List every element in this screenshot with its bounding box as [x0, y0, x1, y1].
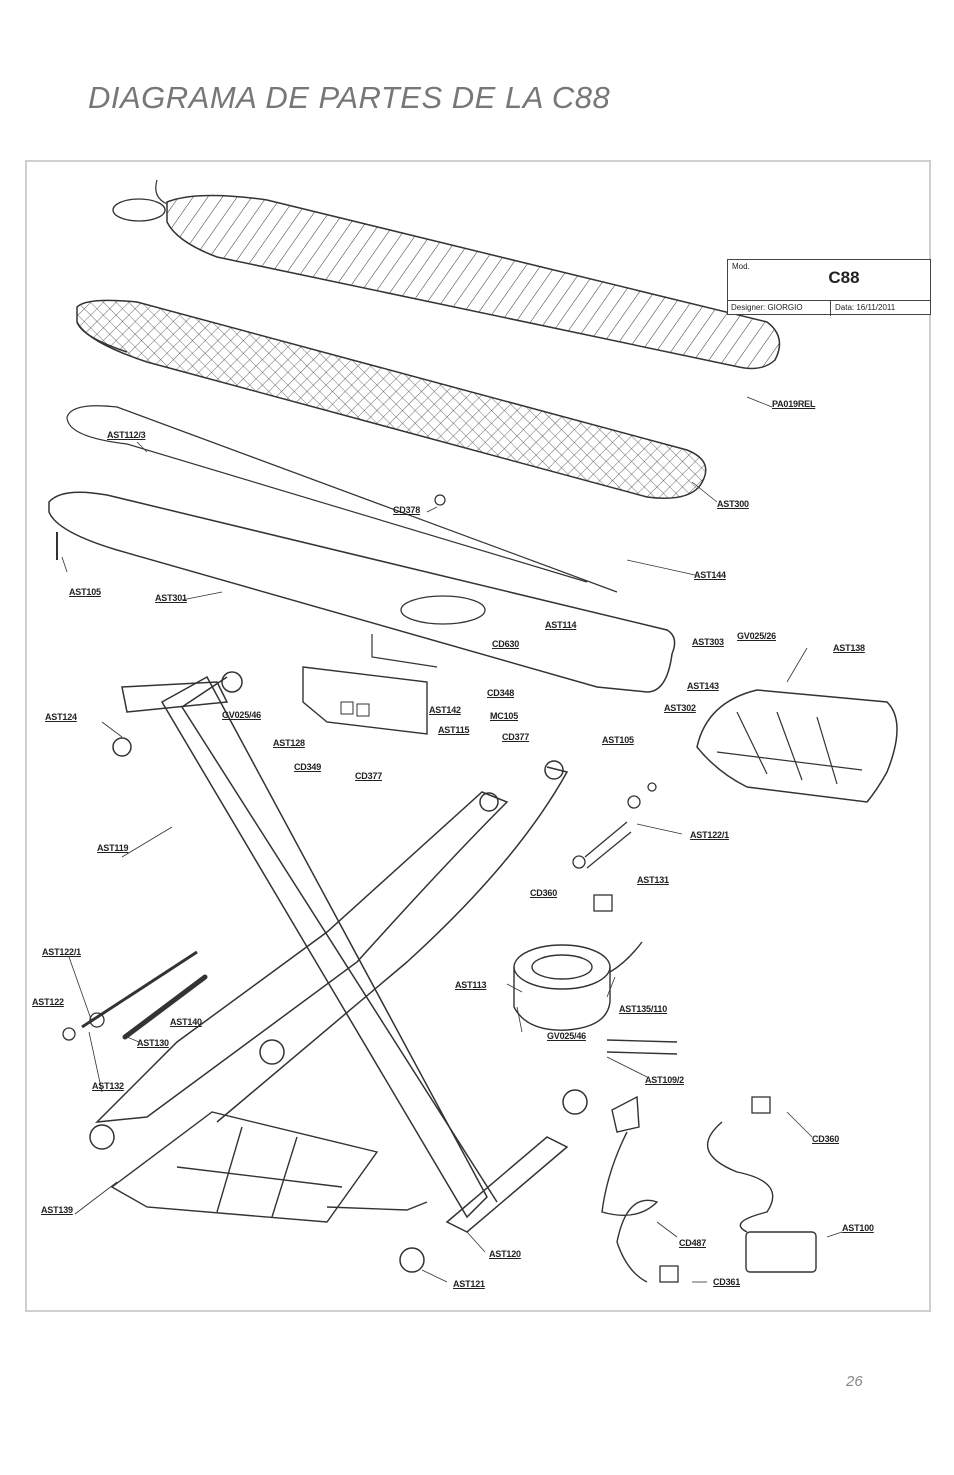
part-label: CD360 — [530, 888, 558, 898]
part-label: AST109/2 — [645, 1075, 684, 1085]
wire-cable — [66, 405, 618, 593]
part-label: AST143 — [687, 681, 719, 691]
part-label: CD348 — [487, 688, 515, 698]
power-plug-cord — [601, 1095, 659, 1283]
pivot-bolt — [572, 782, 657, 869]
switch-cd361 — [659, 1265, 679, 1283]
part-label: CD378 — [393, 505, 421, 515]
part-label: AST114 — [545, 620, 577, 630]
support-rod — [122, 974, 208, 1040]
switch-box — [302, 666, 428, 735]
threaded-rod — [81, 950, 198, 1029]
part-label: CD377 — [355, 771, 383, 781]
part-label: GV025/46 — [222, 710, 261, 720]
part-label: PA019REL — [772, 399, 816, 409]
part-label: AST302 — [664, 703, 696, 713]
part-label: AST130 — [137, 1038, 169, 1048]
part-label: AST113 — [455, 980, 487, 990]
title-block-designer: Designer: GIORGIO — [731, 303, 803, 312]
part-label: AST115 — [438, 725, 470, 735]
part-label: CD630 — [492, 639, 520, 649]
part-label: AST105 — [69, 587, 101, 597]
title-block: Mod. C88 Designer: GIORGIO Data: 16/11/2… — [727, 259, 931, 316]
page-title: DIAGRAMA DE PARTES DE LA C88 — [88, 80, 611, 115]
part-label: AST112/3 — [107, 430, 146, 440]
title-block-date: Data: 16/11/2011 — [830, 301, 895, 316]
part-label: AST105 — [602, 735, 634, 745]
part-label: AST144 — [694, 570, 726, 580]
foot-pedal — [706, 1121, 817, 1273]
part-label: CD360 — [812, 1134, 840, 1144]
part-label: AST121 — [453, 1279, 485, 1289]
leader-lines — [61, 396, 843, 1283]
title-block-row: Designer: GIORGIO Data: 16/11/2011 — [728, 300, 930, 316]
ironing-pad — [76, 299, 707, 499]
switch-cd360-b — [751, 1096, 771, 1114]
diagram-frame: Mod. C88 Designer: GIORGIO Data: 16/11/2… — [25, 160, 931, 1312]
ironing-board-top — [48, 491, 676, 693]
part-label: CD487 — [679, 1238, 707, 1248]
switch-cd360 — [593, 894, 613, 912]
part-label: AST139 — [41, 1205, 73, 1215]
iron-rest-basket — [696, 689, 898, 803]
fan-motor — [513, 941, 643, 1031]
wire-cable-return — [66, 416, 588, 583]
nut — [62, 1027, 76, 1041]
part-label: AST119 — [97, 843, 129, 853]
part-label: AST122 — [32, 997, 64, 1007]
part-label: AST131 — [637, 875, 669, 885]
part-label: AST132 — [92, 1081, 124, 1091]
part-label: GV025/26 — [737, 631, 776, 641]
part-label: CD349 — [294, 762, 322, 772]
part-label: AST138 — [833, 643, 865, 653]
part-label: AST100 — [842, 1223, 874, 1233]
cable-clip — [434, 494, 446, 506]
title-block-mod-label: Mod. — [732, 262, 750, 271]
title-block-model: C88 — [828, 268, 860, 287]
part-label: CD361 — [713, 1277, 741, 1287]
part-label: AST122/1 — [42, 947, 81, 957]
washer — [89, 1012, 105, 1028]
part-label: AST135/110 — [619, 1004, 668, 1014]
part-label: AST301 — [155, 593, 187, 603]
part-label: AST120 — [489, 1249, 521, 1259]
connector-cables — [606, 1039, 678, 1055]
part-label: AST300 — [717, 499, 749, 509]
part-label: AST303 — [692, 637, 724, 647]
part-label: AST124 — [45, 712, 77, 722]
part-label: MC105 — [490, 711, 519, 721]
part-label: AST140 — [170, 1017, 202, 1027]
page-number: 26 — [846, 1373, 863, 1390]
exploded-parts-drawing — [48, 179, 898, 1283]
part-label: AST128 — [273, 738, 305, 748]
ironing-cover — [112, 179, 781, 370]
part-label: CD377 — [502, 732, 530, 742]
board-legs — [89, 671, 588, 1273]
part-label: AST142 — [429, 705, 461, 715]
part-label: AST122/1 — [690, 830, 729, 840]
part-label: GV025/46 — [547, 1031, 586, 1041]
bottom-rack — [110, 1111, 428, 1223]
